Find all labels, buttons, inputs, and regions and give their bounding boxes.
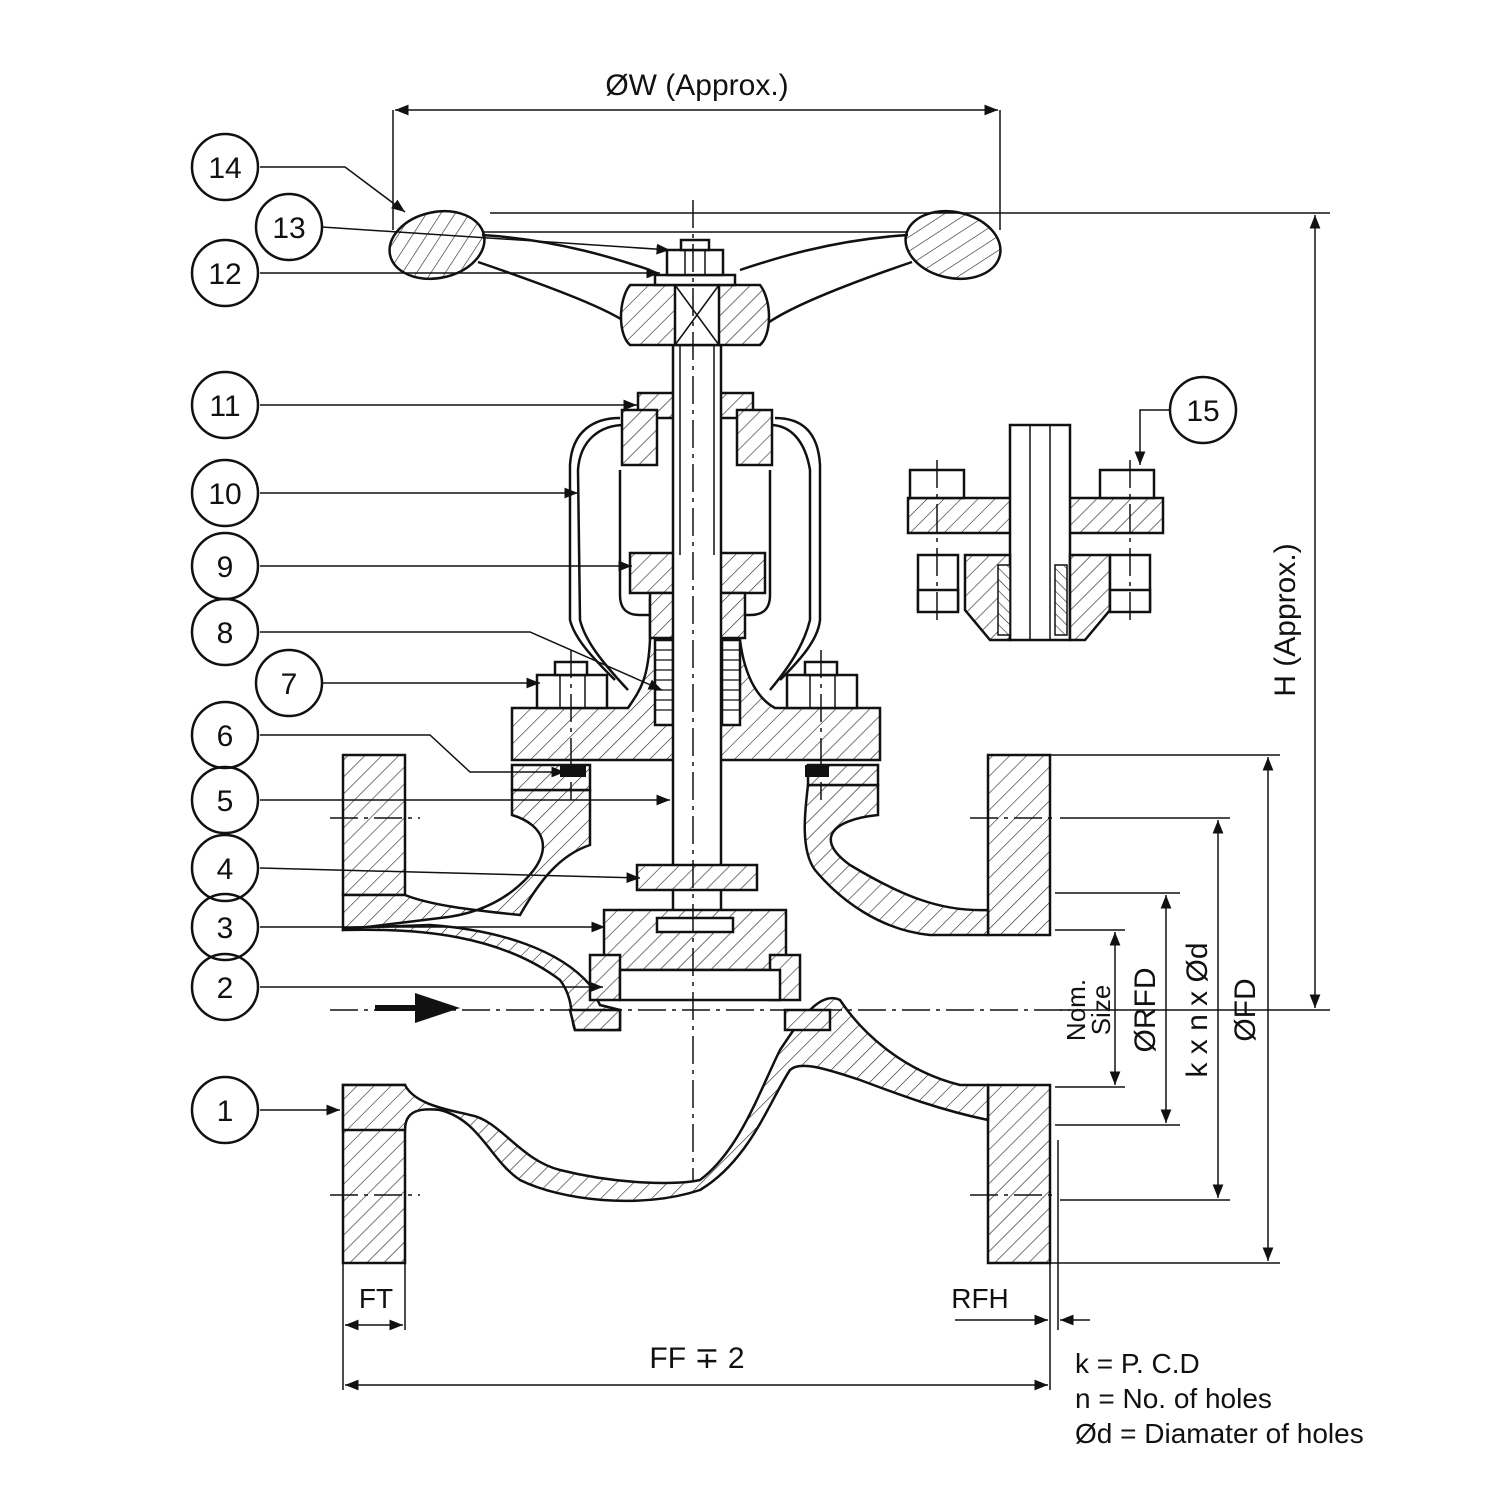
- callout-label-12: 12: [208, 258, 241, 291]
- callout-15: [1168, 375, 1238, 445]
- callout-label-14: 14: [208, 152, 241, 185]
- callout-label-3: 3: [217, 912, 234, 945]
- callout-label-7: 7: [281, 668, 298, 701]
- legend-n: n = No. of holes: [1075, 1383, 1272, 1414]
- callout-2: [190, 952, 260, 1022]
- callout-12: [190, 238, 260, 308]
- callout-label-10: 10: [208, 478, 241, 511]
- disc: [588, 863, 802, 1002]
- callout-label-13: 13: [272, 212, 305, 245]
- dimension-lines: [342, 104, 1330, 1391]
- callout-4: [190, 833, 260, 903]
- callout-14: [190, 132, 260, 202]
- stem: [671, 338, 723, 927]
- callout-label-4: 4: [217, 853, 234, 886]
- callouts: [190, 132, 1238, 1145]
- callout-label-6: 6: [217, 720, 234, 753]
- legend: k = P. C.D n = No. of holes Ød = Diamate…: [1075, 1348, 1364, 1449]
- callout-label-1: 1: [217, 1095, 234, 1128]
- callout-label-8: 8: [217, 617, 234, 650]
- callout-labels: 14 13 12 11 10 9 8 7 6 5 4 3 2 1 15: [208, 152, 1219, 1128]
- dim-height: H (Approx.): [1269, 543, 1302, 696]
- callout-7: [254, 648, 324, 718]
- dim-nominal-size-2: Size: [1086, 985, 1116, 1036]
- callout-3: [190, 892, 260, 962]
- callout-label-2: 2: [217, 972, 234, 1005]
- callout-label-9: 9: [217, 551, 234, 584]
- dim-face-to-face: FF ∓ 2: [649, 1342, 744, 1375]
- legend-d: Ød = Diamater of holes: [1075, 1418, 1364, 1449]
- callout-label-11: 11: [209, 390, 240, 423]
- legend-k: k = P. C.D: [1075, 1348, 1200, 1379]
- dim-raised-face-height: RFH: [951, 1283, 1009, 1314]
- callout-8: [190, 597, 260, 667]
- callout-11: [190, 370, 260, 440]
- callout-10: [190, 458, 260, 528]
- dim-bolt-pattern: k x n x Ød: [1181, 942, 1214, 1077]
- handwheel: [388, 209, 1002, 347]
- callout-1: [190, 1075, 260, 1145]
- dim-handwheel-dia: ØW (Approx.): [605, 69, 788, 102]
- callout-13: [254, 192, 324, 262]
- dim-flange-thickness: FT: [359, 1283, 393, 1314]
- bonnet-bolts: [535, 650, 859, 800]
- flow-arrow: [375, 993, 460, 1023]
- dim-raised-face-dia: ØRFD: [1129, 968, 1162, 1053]
- callout-label-5: 5: [217, 785, 234, 818]
- dim-flange-dia: ØFD: [1229, 978, 1262, 1041]
- dim-nominal-size-1: Nom.: [1061, 979, 1091, 1041]
- valve-body: [341, 753, 1052, 1265]
- callout-5: [190, 765, 260, 835]
- inset-detail: [906, 423, 1165, 642]
- callout-label-15: 15: [1186, 395, 1219, 428]
